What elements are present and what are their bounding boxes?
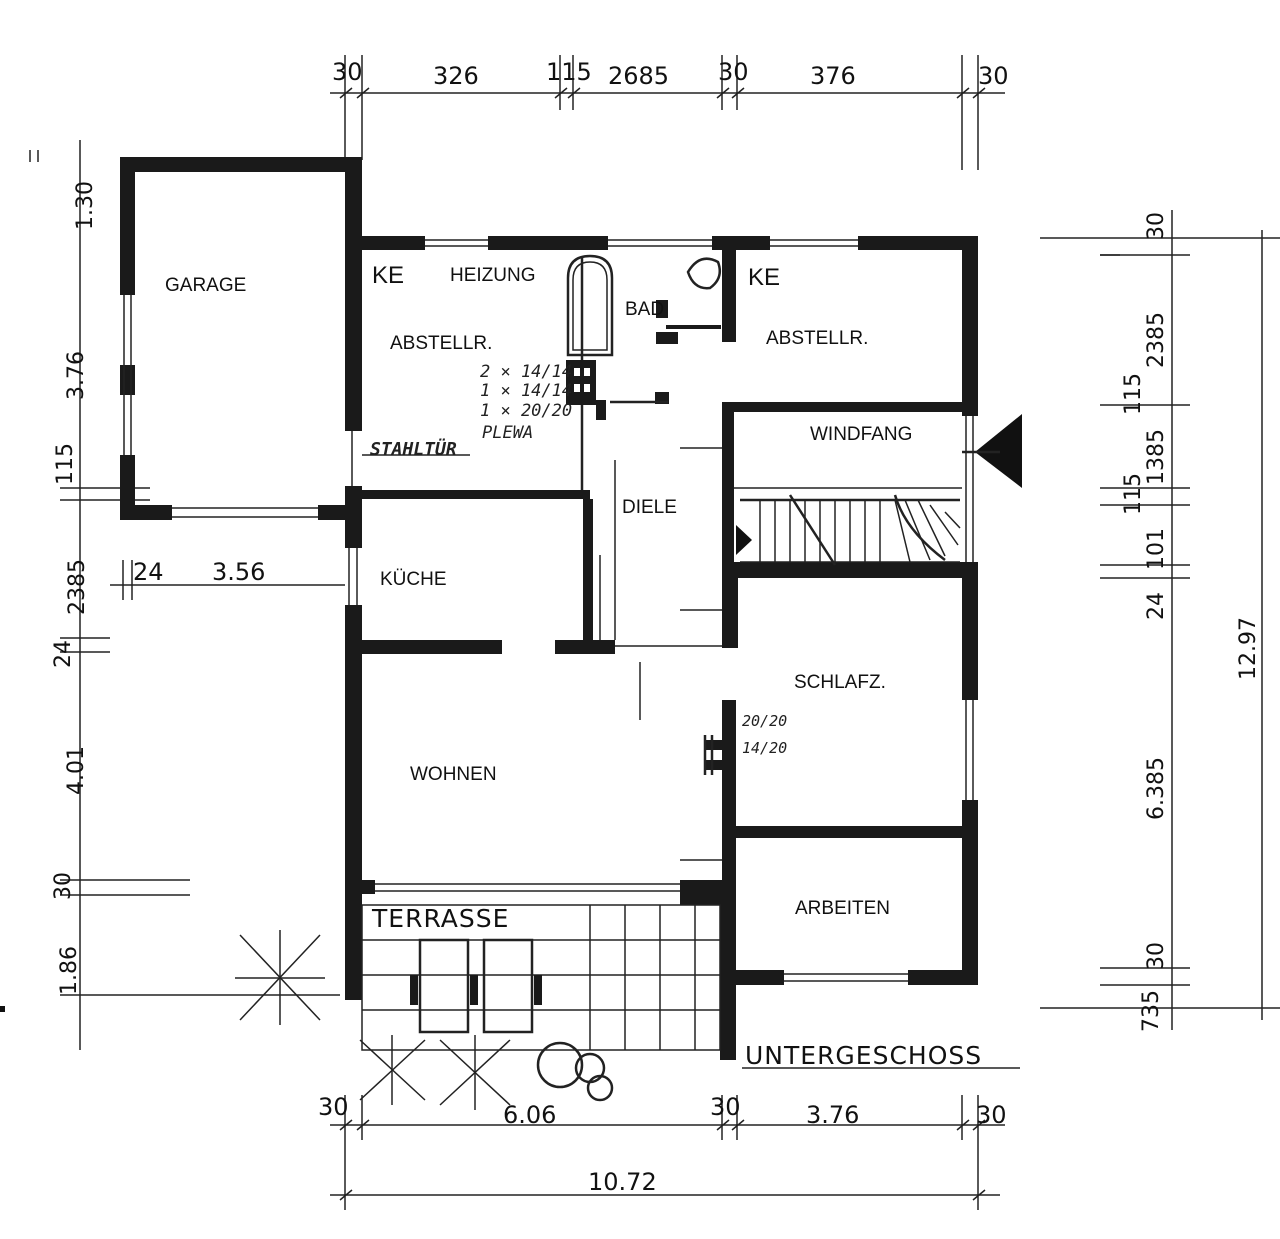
room-ke-left: KE [372, 262, 404, 289]
dim-right-5: 115 [1121, 473, 1146, 515]
scan-marks [29, 150, 1120, 256]
bottom-dimension-chain [330, 1095, 1005, 1210]
room-bad: BAD [625, 299, 664, 320]
dim-right-10: 735 [1139, 990, 1164, 1032]
note-column-2: 14/20 [742, 739, 787, 757]
room-abstellr-left: ABSTELLR. [390, 333, 492, 354]
dim-top-7: 30 [978, 62, 1009, 90]
stair-arrow-icon [736, 525, 752, 555]
dim-right-8: 6.385 [1144, 757, 1169, 820]
dim-left-4: 2385 [65, 559, 90, 615]
staircase [736, 494, 961, 566]
right-dimension-chain [1040, 210, 1280, 1030]
dim-right-total: 12.97 [1236, 617, 1261, 680]
garage-walls [120, 157, 362, 520]
note-column-1: 20/20 [742, 712, 787, 730]
label-untergeschoss: UNTERGESCHOSS [745, 1041, 982, 1070]
room-kueche: KÜCHE [380, 569, 447, 590]
dim-garage-2: 3.56 [212, 558, 265, 586]
note-chimney-2: 1 × 14/14 [480, 381, 572, 401]
dim-right-4: 1385 [1144, 429, 1169, 485]
label-terrasse: TERRASSE [371, 904, 509, 933]
room-diele: DIELE [622, 497, 677, 518]
dim-top-3: 115 [546, 58, 592, 86]
dim-left-3: 115 [53, 443, 78, 485]
room-ke-right: KE [748, 264, 780, 291]
dim-top-6: 376 [810, 62, 856, 90]
note-chimney-1: 2 × 14/14 [480, 362, 572, 382]
left-dimension-chain [60, 140, 345, 1050]
dim-left-1: 1.30 [73, 181, 98, 230]
dim-bottom-total: 10.72 [588, 1168, 657, 1196]
note-chimney-3: 1 × 20/20 [480, 401, 572, 421]
note-plewa: PLEWA [482, 423, 533, 443]
dim-left-6: 4.01 [64, 746, 89, 795]
room-windfang: WINDFANG [810, 424, 912, 445]
top-dimension-chain [330, 55, 1005, 170]
room-abstellr-right: ABSTELLR. [766, 328, 868, 349]
room-wohnen: WOHNEN [410, 764, 497, 785]
dim-bottom-4: 3.76 [806, 1101, 859, 1129]
dim-top-4: 2685 [608, 62, 669, 90]
note-stahltuer: STAHLTÜR [370, 438, 457, 460]
dim-right-1: 30 [1144, 212, 1169, 240]
dim-bottom-1: 30 [318, 1093, 349, 1121]
dim-left-8: 1.86 [57, 946, 82, 995]
dim-top-5: 30 [718, 58, 749, 86]
dim-garage-1: 24 [133, 558, 164, 586]
plant-symbols [235, 930, 511, 1110]
dim-left-5: 24 [51, 640, 76, 668]
dim-left-7: 30 [51, 872, 76, 900]
bathtub [566, 254, 614, 357]
dim-left-2: 3.76 [64, 351, 89, 400]
dim-top-2: 326 [433, 62, 479, 90]
diele-guides [599, 447, 722, 861]
column-symbols [703, 735, 724, 775]
room-garage: GARAGE [165, 275, 246, 296]
terrace [361, 904, 721, 1102]
dim-right-2: 2385 [1144, 312, 1169, 368]
bath-fixtures [610, 257, 721, 404]
scan-dot [0, 1006, 5, 1012]
dim-bottom-5: 30 [976, 1101, 1007, 1129]
dim-bottom-2: 6.06 [503, 1101, 556, 1129]
interior-walls [345, 250, 978, 970]
chimney-block [566, 360, 606, 420]
dim-right-3: 115 [1121, 373, 1146, 415]
dim-top-1: 30 [332, 58, 363, 86]
dim-right-7: 24 [1144, 592, 1169, 620]
dim-right-6: 101 [1144, 528, 1169, 570]
room-schlafz: SCHLAFZ. [794, 672, 886, 693]
dim-bottom-3: 30 [710, 1093, 741, 1121]
room-arbeiten: ARBEITEN [795, 898, 890, 919]
room-heizung: HEIZUNG [450, 265, 536, 286]
dim-right-9: 30 [1144, 942, 1169, 970]
